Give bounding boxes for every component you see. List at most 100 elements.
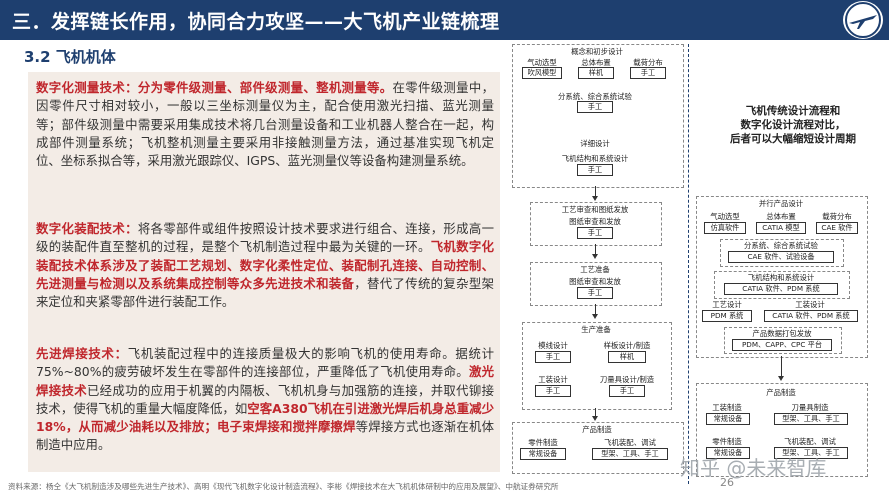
layout-box: 样机: [578, 67, 614, 79]
header-bar: 三．发挥链长作用，协同合力攻坚——大飞机产业链梳理: [0, 0, 889, 40]
mold-label: 模线设计: [538, 341, 568, 350]
assembly-lead: 数字化装配技术：: [36, 221, 138, 236]
r-proc-box: PDM 系统: [702, 310, 752, 322]
production-prep-group: [522, 322, 672, 410]
r-layout-box: CATIA 模型: [756, 222, 806, 234]
aero-label: 气动选型: [527, 58, 557, 67]
flow-arrow: [778, 376, 784, 381]
review-label: 工艺审查和图纸发放: [561, 205, 629, 214]
tooling-label: 工装设计: [538, 375, 568, 384]
r-package-box: PDM、CAPP、CPC 平台: [732, 339, 832, 351]
measurement-body: 在零件级测量中，因零件尺寸相对较小，一般以三坐标测量仪为主，配合使用激光扫描、蓝…: [36, 80, 495, 169]
concept-group: [512, 44, 684, 188]
welding-highlight1: 激光焊接技术: [36, 364, 495, 398]
prep-sub-label: 图纸审查和发放: [569, 277, 621, 286]
paragraph-welding: 先进焊接技术：飞机装配过程中的连接质量极大的影响飞机的使用寿命。据统计75%~8…: [36, 345, 494, 455]
flow-arrow: [592, 254, 598, 259]
flow-line: [595, 408, 596, 418]
load-box: 手工: [630, 67, 666, 79]
r-part-label: 零件制造: [712, 437, 742, 446]
production-prep-label: 生产准备: [581, 325, 611, 334]
manufacturing-label: 产品制造: [582, 425, 612, 434]
r-cutter-box: 型架、工具、手工: [774, 413, 848, 425]
part-label: 零件制造: [528, 438, 558, 447]
r-struct-label: 飞机结构和系统设计: [747, 273, 815, 282]
parallel-group: [696, 196, 868, 358]
r-proc-label: 工艺设计: [712, 300, 742, 309]
r-system-box: CAE 软件、试验设备: [728, 251, 834, 263]
sample-box: 样机: [608, 351, 646, 363]
note-line-1: 飞机传统设计流程和: [745, 105, 841, 117]
welding-body2: 已经成功的应用于机翼的内隔板、飞机机身与加强筋的连接，并取代铆接技术，使得飞机的…: [36, 382, 495, 416]
flow-arrow: [592, 314, 598, 319]
note-line-2: 数字化设计流程对比，: [740, 119, 846, 131]
assembly-highlight: 飞机数字化装配技术体系涉及了装配工艺规划、数字化柔性定位、装配制孔连接、自动控制…: [36, 239, 495, 291]
r-assembly-label: 飞机装配、调试: [784, 437, 836, 446]
assembly-box: 型架、工具、手工: [592, 448, 668, 460]
r-system-group: [720, 239, 844, 267]
slide-title: 三．发挥链长作用，协同合力攻坚——大飞机产业链梳理: [12, 11, 500, 33]
r-aero-label: 气动选型: [710, 212, 740, 221]
r-toolm-label: 工装制造: [712, 403, 742, 412]
r-package-group: [724, 327, 842, 354]
flow-arrow: [592, 196, 598, 201]
flowchart-separator: [688, 44, 689, 484]
r-load-box: CAE 软件: [816, 222, 858, 234]
r-toolm-box: 常规设备: [706, 413, 750, 425]
part-box: 常规设备: [520, 448, 566, 460]
r-system-label: 分系统、综合系统试验: [744, 241, 818, 250]
prep-box: 手工: [577, 287, 613, 299]
r-struct-box: CATIA 软件、PDM 系统: [724, 283, 838, 295]
review-sub-label: 图纸审查和发放: [569, 217, 621, 226]
prep-group: [530, 262, 662, 306]
aero-box: 吹风模型: [522, 67, 562, 79]
welding-tail: 等焊接方式也逐渐在机体制造中应用。: [36, 419, 494, 453]
flow-line: [595, 304, 596, 316]
system-test-label: 分系统、综合系统试验: [558, 92, 632, 101]
system-test-box: 手工: [577, 101, 613, 113]
welding-body1: 飞机装配过程中的连接质量极大的影响飞机的使用寿命。据统计75%~80%的疲劳破坏…: [36, 346, 495, 380]
manufacturing-group: [512, 422, 684, 474]
measurement-lead: 数字化测量技术：分为零件级测量、部件级测量、整机测量等。: [36, 80, 393, 95]
review-group: [530, 202, 662, 246]
r-tooling-label: 工装设计: [795, 300, 825, 309]
welding-lead: 先进焊接技术：: [36, 346, 128, 361]
struct-label: 飞机结构和系统设计: [561, 154, 629, 163]
flow-line: [595, 186, 596, 198]
r-part-box: 常规设备: [706, 447, 750, 459]
r-aero-box: 仿真软件: [704, 222, 746, 234]
sample-label: 样板设计/制造: [603, 341, 651, 350]
concept-label: 概念和初步设计: [571, 47, 623, 56]
flow-line: [595, 244, 596, 256]
r-load-label: 载荷分布: [822, 212, 852, 221]
flow-arrow: [592, 416, 598, 421]
prep-label: 工艺准备: [580, 265, 610, 274]
section-title: 3.2 飞机机体: [24, 48, 116, 66]
welding-highlight2: 空客A380飞机在引进激光焊后机身总重减少18%，从而减少油耗以及排放；电子束焊…: [36, 400, 494, 435]
flow-line: [781, 356, 782, 378]
paragraph-assembly: 数字化装配技术：将各零部件或组件按照设计技术要求进行组合、连接，形成高一级的装配…: [36, 220, 494, 311]
page-number: 26: [720, 476, 734, 489]
r-cutter-label: 刀量具制造: [791, 403, 829, 412]
layout-label: 总体布置: [581, 58, 611, 67]
review-box: 手工: [577, 227, 613, 239]
parallel-label: 并行产品设计: [758, 199, 804, 208]
watermark: 知乎 @未来智库: [680, 456, 827, 480]
r-struct-group: [714, 271, 850, 299]
mold-box: 手工: [535, 351, 571, 363]
r-manufacturing-group: [696, 383, 868, 477]
detail-label: 详细设计: [580, 139, 610, 148]
r-package-label: 产品数据打包发放: [752, 329, 812, 338]
r-manufacturing-label: 产品制造: [766, 388, 796, 397]
company-logo: [843, 1, 883, 39]
cutter-box: 手工: [609, 385, 645, 397]
paragraph-measurement: 数字化测量技术：分为零件级测量、部件级测量、整机测量等。在零件级测量中，因零件尺…: [36, 79, 494, 170]
assembly-label: 飞机装配、调试: [604, 438, 656, 447]
cutter-label: 刀量具设计/制造: [599, 375, 655, 384]
tooling-box: 手工: [535, 385, 571, 397]
comparison-note: 飞机传统设计流程和 数字化设计流程对比， 后者可以大幅缩短设计周期: [708, 104, 878, 146]
note-line-3: 后者可以大幅缩短设计周期: [730, 133, 856, 145]
load-label: 载荷分布: [633, 58, 663, 67]
source-footnote: 资料来源：杨仝《大飞机制造涉及哪些先进生产技术》、高明《现代飞机数字化设计制造流…: [8, 482, 559, 491]
struct-box: 手工: [577, 164, 613, 176]
